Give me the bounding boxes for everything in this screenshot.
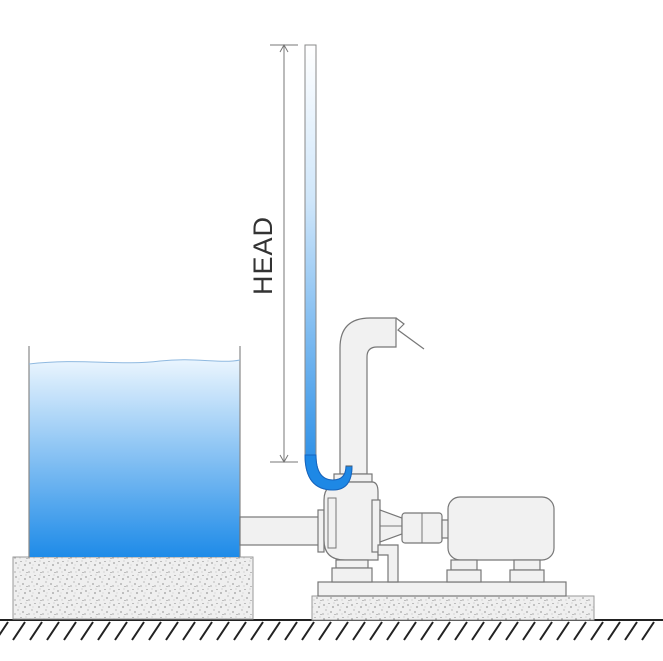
- hatch-stroke: [233, 621, 247, 641]
- hatch-stroke: [199, 621, 213, 641]
- hatch-stroke: [318, 621, 332, 641]
- hatch-stroke: [607, 621, 621, 641]
- hatch-stroke: [403, 621, 417, 641]
- hatch-stroke: [488, 621, 502, 641]
- hatch-stroke: [80, 621, 94, 641]
- coupling: [401, 512, 443, 544]
- hatch-stroke: [97, 621, 111, 641]
- tank-base: [12, 556, 254, 620]
- head-dimension: HEAD: [248, 43, 298, 464]
- discharge-pipe: [333, 317, 425, 483]
- head-label: HEAD: [248, 216, 278, 295]
- hatch-stroke: [573, 621, 587, 641]
- hatch-stroke: [522, 621, 536, 641]
- hatch-stroke: [454, 621, 468, 641]
- hatch-stroke: [63, 621, 77, 641]
- hatch-stroke: [12, 621, 26, 641]
- hatch-stroke: [420, 621, 434, 641]
- hatch-stroke: [369, 621, 383, 641]
- hatch-stroke: [46, 621, 60, 641]
- water-tank: [28, 346, 241, 557]
- electric-motor: [441, 496, 555, 583]
- ground-hatching: [0, 621, 655, 641]
- hatch-stroke: [624, 621, 638, 641]
- suction-pipe: [239, 509, 325, 553]
- centrifugal-pump: [323, 481, 403, 583]
- hatch-stroke: [182, 621, 196, 641]
- hatch-stroke: [590, 621, 604, 641]
- hatch-stroke: [114, 621, 128, 641]
- hatch-stroke: [148, 621, 162, 641]
- piezometer-tube: [304, 44, 353, 491]
- hatch-stroke: [284, 621, 298, 641]
- hatch-stroke: [165, 621, 179, 641]
- hatch-stroke: [216, 621, 230, 641]
- hatch-stroke: [386, 621, 400, 641]
- hatch-stroke: [505, 621, 519, 641]
- hatch-stroke: [335, 621, 349, 641]
- ground: [0, 619, 663, 641]
- hatch-stroke: [250, 621, 264, 641]
- hatch-stroke: [437, 621, 451, 641]
- hatch-stroke: [131, 621, 145, 641]
- hatch-stroke: [267, 621, 281, 641]
- hatch-stroke: [539, 621, 553, 641]
- pump-base: [311, 595, 595, 621]
- hatch-stroke: [301, 621, 315, 641]
- hatch-stroke: [641, 621, 655, 641]
- baseplate: [317, 581, 567, 597]
- hatch-stroke: [352, 621, 366, 641]
- hatch-stroke: [29, 621, 43, 641]
- hatch-stroke: [0, 621, 9, 636]
- hatch-stroke: [556, 621, 570, 641]
- hatch-stroke: [471, 621, 485, 641]
- tank-water: [29, 359, 240, 557]
